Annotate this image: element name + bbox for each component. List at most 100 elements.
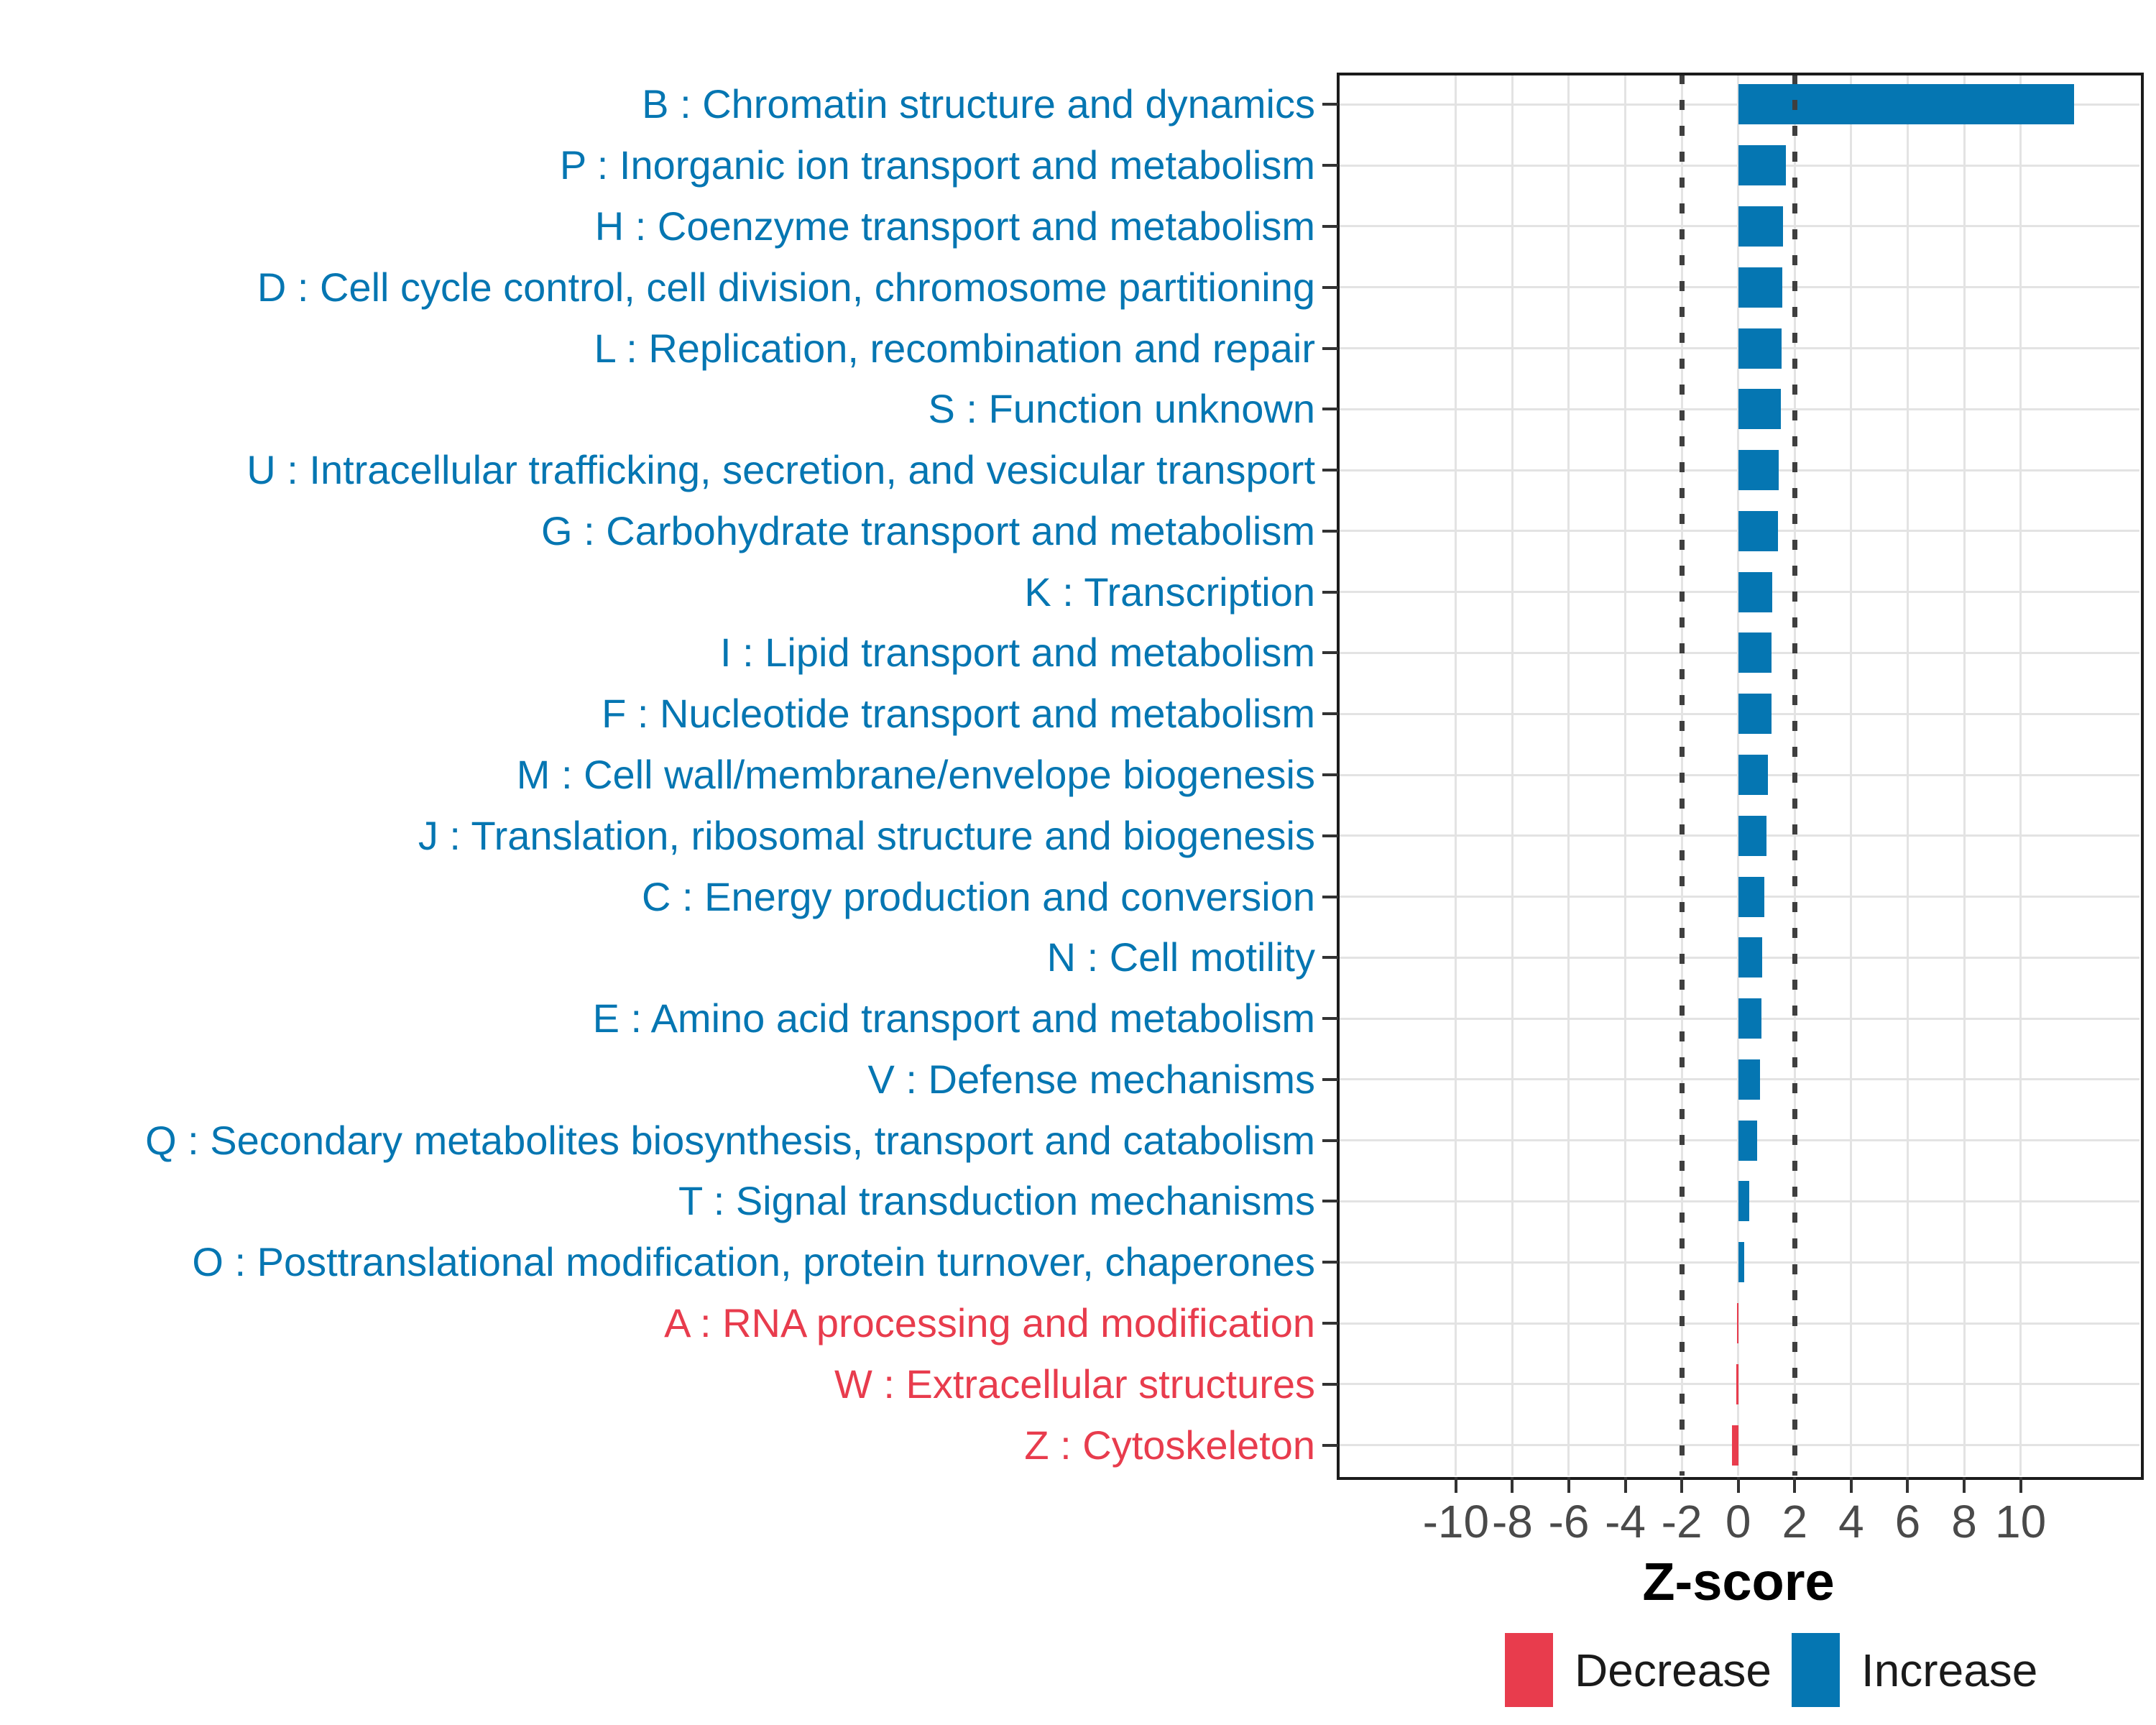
y-axis-tick [1322, 1322, 1338, 1325]
legend-swatch-decrease [1505, 1633, 1553, 1707]
bar-N [1738, 937, 1763, 978]
category-label: J : Translation, ribosomal structure and… [418, 812, 1315, 858]
horizontal-gridline [1338, 1322, 2139, 1325]
y-axis-tick [1322, 529, 1338, 533]
bar-S [1738, 389, 1781, 430]
y-axis-tick [1322, 224, 1338, 228]
category-label: P : Inorganic ion transport and metaboli… [559, 142, 1315, 188]
category-label: S : Function unknown [928, 386, 1315, 432]
category-label: N : Cell motility [1046, 934, 1315, 980]
x-tick-label: -6 [1548, 1496, 1590, 1547]
y-axis-tick [1322, 469, 1338, 472]
x-axis-tick [1793, 1477, 1797, 1493]
y-axis-tick [1322, 712, 1338, 716]
category-label: B : Chromatin structure and dynamics [642, 81, 1315, 127]
y-axis-tick [1322, 346, 1338, 350]
plot-panel [1338, 74, 2139, 1476]
bar-G [1738, 510, 1779, 551]
category-label: A : RNA processing and modification [664, 1300, 1315, 1346]
y-axis-tick [1322, 1017, 1338, 1021]
category-label: C : Energy production and conversion [642, 873, 1315, 919]
dashed-guide-line [1792, 74, 1797, 1476]
category-label: H : Coenzyme transport and metabolism [594, 203, 1315, 249]
bar-M [1738, 755, 1769, 795]
x-tick-label: -4 [1605, 1496, 1646, 1547]
x-tick-label: 2 [1782, 1496, 1808, 1547]
x-tick-label: 8 [1951, 1496, 1977, 1547]
bar-J [1738, 815, 1766, 856]
x-axis-tick [1454, 1477, 1457, 1493]
category-label: I : Lipid transport and metabolism [720, 630, 1315, 676]
bar-O [1738, 1242, 1744, 1283]
y-axis-tick [1322, 895, 1338, 898]
x-axis-tick [1680, 1477, 1684, 1493]
bar-V [1738, 1059, 1761, 1100]
bar-F [1738, 694, 1772, 735]
x-tick-label: 0 [1725, 1496, 1751, 1547]
y-axis-tick [1322, 164, 1338, 167]
horizontal-gridline [1338, 1444, 2139, 1447]
y-axis-tick [1322, 103, 1338, 106]
y-axis-tick [1322, 956, 1338, 960]
category-label: O : Posttranslational modification, prot… [192, 1239, 1315, 1285]
dashed-guide-line [1679, 74, 1685, 1476]
x-axis-title: Z-score [1642, 1552, 1835, 1611]
x-tick-label: 10 [1995, 1496, 2047, 1547]
y-axis-tick [1322, 590, 1338, 594]
x-tick-label: -2 [1661, 1496, 1703, 1547]
category-label: Z : Cytoskeleton [1024, 1422, 1315, 1468]
bar-I [1738, 632, 1772, 673]
x-tick-label: 6 [1894, 1496, 1921, 1547]
bar-H [1738, 206, 1784, 247]
y-axis-tick [1322, 285, 1338, 289]
bar-A [1737, 1303, 1738, 1344]
y-axis-tick [1322, 1138, 1338, 1142]
y-axis-tick [1322, 1077, 1338, 1081]
legend: Decrease Increase [1505, 1633, 2058, 1707]
bar-W [1736, 1363, 1738, 1404]
category-label: U : Intracellular trafficking, secretion… [247, 447, 1315, 493]
bar-P [1738, 145, 1786, 186]
y-axis-tick [1322, 408, 1338, 411]
y-axis-tick [1322, 1382, 1338, 1386]
bar-D [1738, 267, 1783, 308]
bar-C [1738, 876, 1765, 917]
x-tick-label: -8 [1491, 1496, 1533, 1547]
legend-swatch-increase [1791, 1633, 1840, 1707]
category-label: D : Cell cycle control, cell division, c… [257, 264, 1315, 310]
legend-label-increase: Increase [1861, 1644, 2038, 1696]
x-axis-tick [2019, 1477, 2022, 1493]
y-axis-tick [1322, 1443, 1338, 1447]
category-label: W : Extracellular structures [834, 1361, 1315, 1407]
horizontal-gridline [1338, 1383, 2139, 1386]
x-axis-tick [1963, 1477, 1966, 1493]
bar-T [1738, 1181, 1750, 1222]
bar-K [1738, 571, 1773, 612]
category-label: Q : Secondary metabolites biosynthesis, … [145, 1117, 1315, 1163]
y-axis-tick [1322, 1261, 1338, 1264]
y-axis-tick [1322, 773, 1338, 776]
x-tick-label: -10 [1422, 1496, 1490, 1547]
category-label: E : Amino acid transport and metabolism [592, 995, 1315, 1041]
category-label: T : Signal transduction mechanisms [678, 1178, 1315, 1224]
bar-Z [1732, 1425, 1738, 1466]
category-label: F : Nucleotide transport and metabolism [602, 691, 1315, 737]
category-label: M : Cell wall/membrane/envelope biogenes… [516, 752, 1315, 797]
x-axis-tick [1849, 1477, 1853, 1493]
category-label: L : Replication, recombination and repai… [594, 325, 1315, 371]
x-axis-tick [1906, 1477, 1909, 1493]
y-axis-tick [1322, 834, 1338, 837]
category-label: K : Transcription [1024, 569, 1315, 615]
bar-L [1738, 328, 1782, 369]
category-label: V : Defense mechanisms [867, 1056, 1315, 1102]
x-axis-tick [1567, 1477, 1570, 1493]
x-axis-tick [1623, 1477, 1627, 1493]
legend-label-decrease: Decrease [1575, 1644, 1772, 1696]
y-axis-tick [1322, 1200, 1338, 1203]
bar-Q [1738, 1120, 1758, 1161]
x-axis-tick [1511, 1477, 1514, 1493]
x-tick-label: 4 [1838, 1496, 1864, 1547]
y-axis-tick [1322, 651, 1338, 655]
bar-B [1738, 84, 2075, 125]
